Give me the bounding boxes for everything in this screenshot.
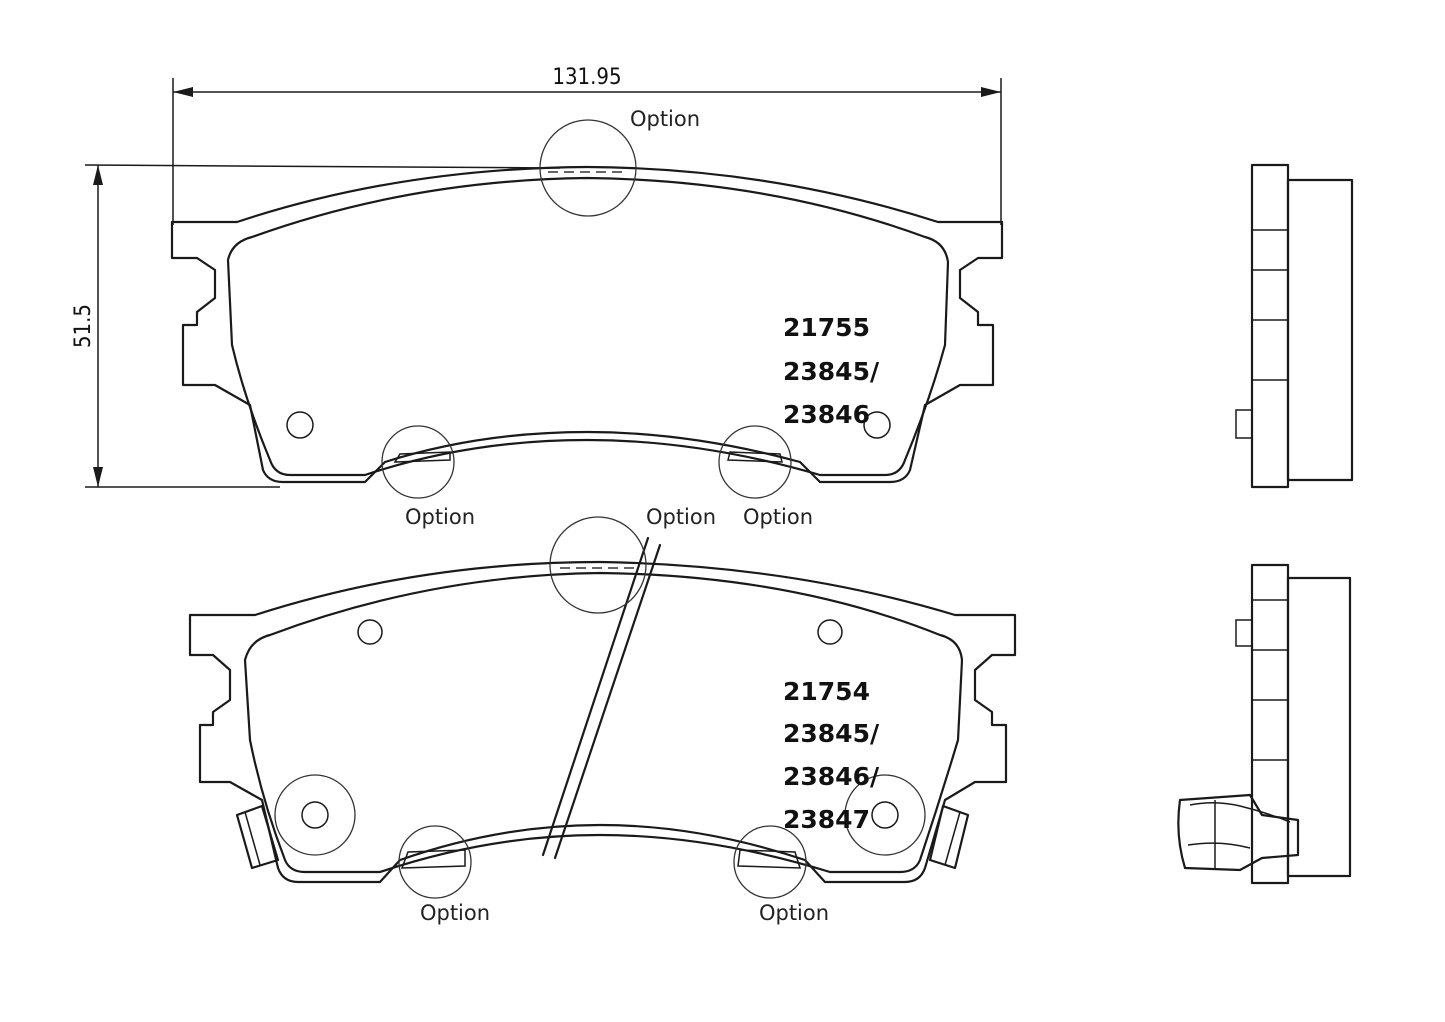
rivet-hole	[863, 411, 891, 439]
option-circle	[398, 825, 472, 899]
lower-pad-friction-material	[243, 571, 964, 874]
wear-sensor-clip	[1177, 793, 1300, 872]
part-code: 21754	[783, 677, 870, 706]
part-code: 23845/	[783, 357, 880, 386]
upper-pad-side-view	[1235, 163, 1354, 489]
option-label: Option	[420, 901, 490, 925]
upper-pad: Option Option Option 21755 23845/ 23846	[170, 107, 1004, 529]
part-code: 23847	[783, 805, 870, 834]
option-label: Option	[630, 107, 700, 131]
option-label: Option	[743, 505, 813, 529]
part-code: 23846	[783, 400, 870, 429]
option-circle	[381, 425, 455, 499]
lower-pad: Option Option Option 21754 23845/ 23846/…	[188, 505, 1017, 925]
option-circle	[549, 516, 647, 614]
width-dimension-label: 131.95	[552, 65, 621, 90]
rivet-hole	[357, 619, 383, 645]
option-label: Option	[405, 505, 475, 529]
rivet-hole	[871, 801, 899, 829]
lower-pad-backing-plate	[188, 560, 1017, 884]
rivet-hole	[286, 411, 314, 439]
part-code: 23846/	[783, 762, 880, 791]
lower-pad-side-view	[1177, 563, 1352, 885]
height-dimension-label: 51.5	[71, 304, 96, 348]
height-dimension: 51.5	[71, 164, 561, 488]
option-circle	[733, 825, 807, 899]
rivet-hole	[301, 801, 329, 829]
rivet-hole	[817, 619, 843, 645]
upper-pad-friction-material	[226, 176, 950, 477]
upper-pad-backing-plate	[170, 165, 1004, 484]
part-code: 23845/	[783, 719, 880, 748]
option-circle	[718, 425, 792, 499]
width-dimension: 131.95	[172, 65, 1002, 225]
wear-sensor-tab	[235, 804, 280, 870]
option-label: Option	[759, 901, 829, 925]
part-code: 21755	[783, 313, 870, 342]
option-label: Option	[646, 505, 716, 529]
option-circle	[539, 119, 637, 217]
